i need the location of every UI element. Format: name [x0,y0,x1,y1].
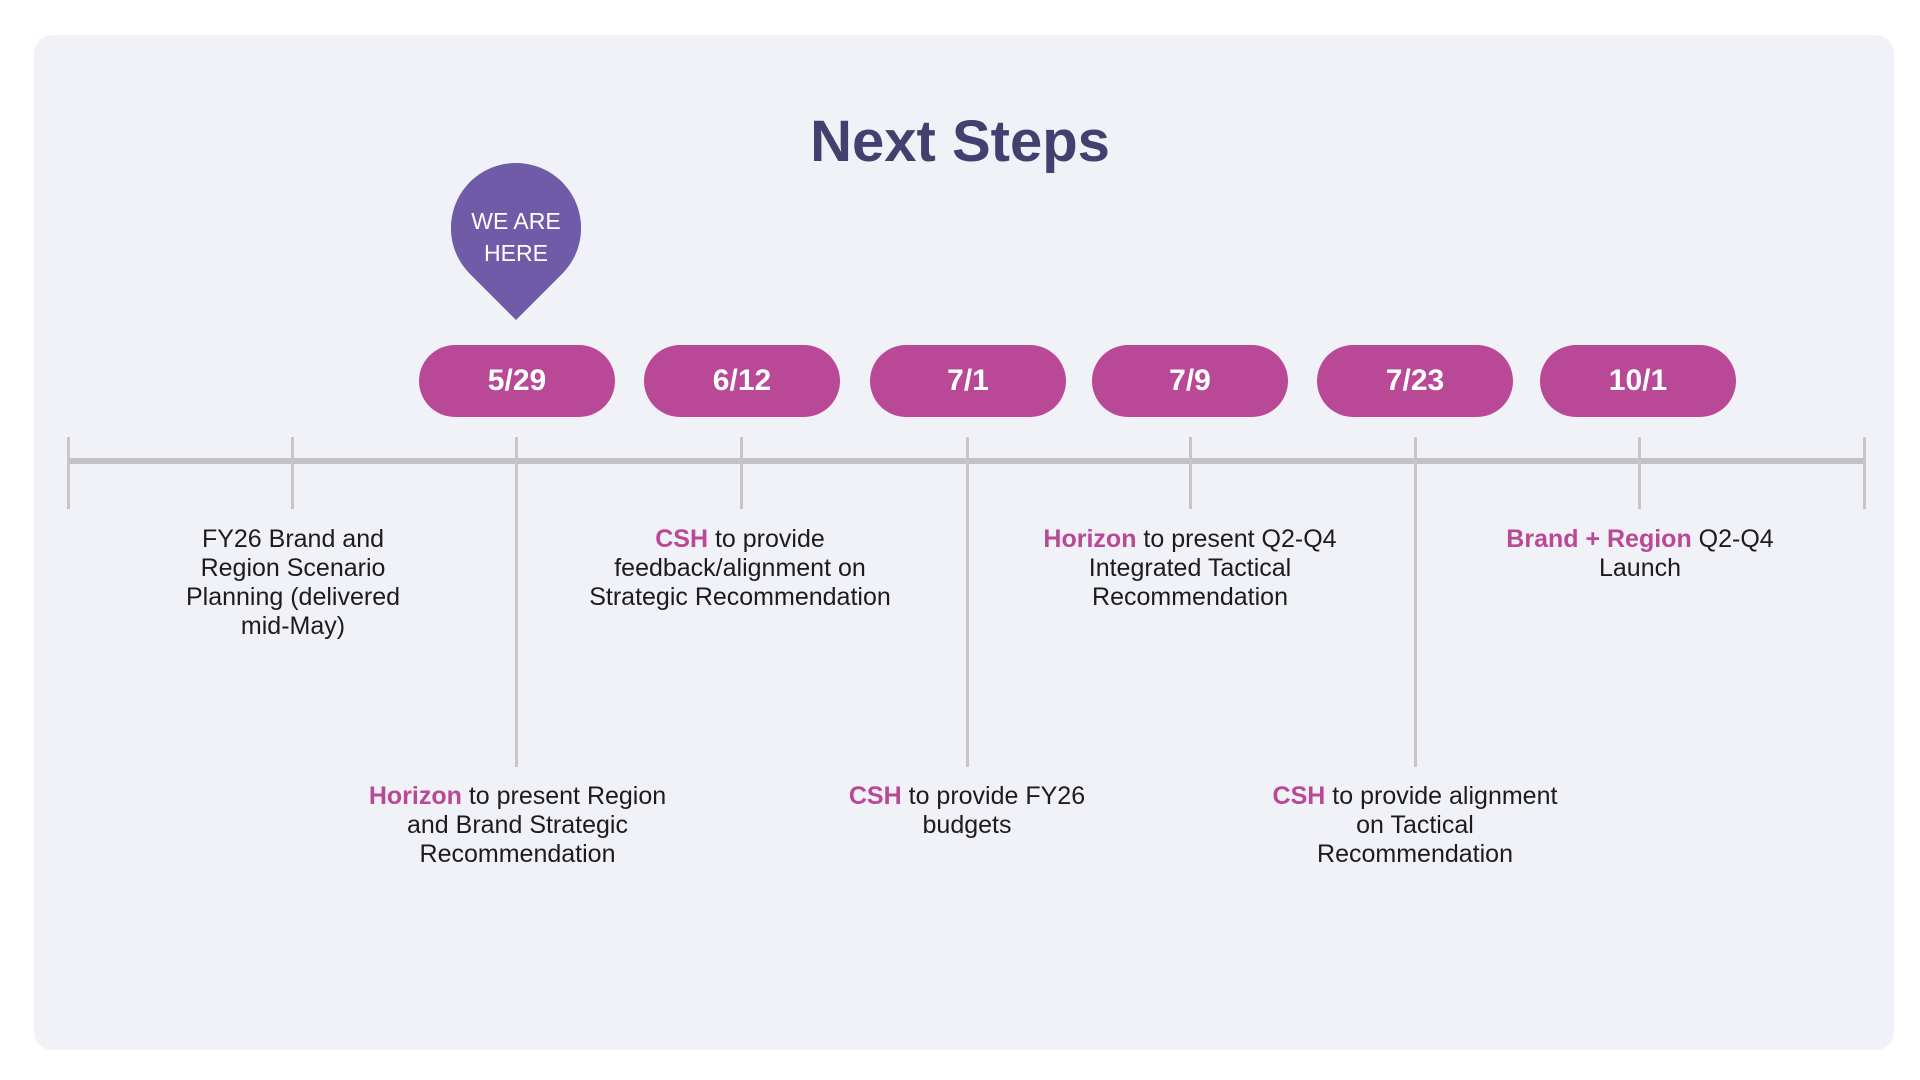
event-label-highlight: Brand + Region [1506,525,1692,553]
milestone-pill-2: 6/12 [644,345,840,417]
event-label-highlight: CSH [655,525,709,553]
milestone-pill-3: 7/1 [870,345,1066,417]
marker-label-line-1: WE ARE [471,208,561,234]
timeline-tick [291,437,294,509]
event-label-highlight: CSH [1272,782,1326,810]
milestone-pill-4: 7/9 [1092,345,1288,417]
event-label-5: Horizon to present Q2-Q4 Integrated Tact… [1040,525,1340,612]
timeline-connector [1414,437,1417,767]
marker-label: WE ARE HERE [451,205,581,269]
event-label-6: CSH to provide alignment on Tactical Rec… [1265,782,1565,869]
timeline-tick [1189,437,1192,509]
event-label-highlight: Horizon [1043,525,1137,553]
timeline-end-cap-left [67,437,70,509]
event-label-highlight: CSH [848,782,902,810]
map-pin-icon [451,163,581,320]
page-title: Next Steps [810,109,1110,174]
event-label-1: FY26 Brand and Region Scenario Planning … [163,525,423,641]
timeline-connector [515,437,518,767]
timeline-tick [740,437,743,509]
event-label-text: to present Q2-Q4 Integrated Tactical Rec… [1088,525,1337,611]
milestone-pill-1: 5/29 [419,345,615,417]
marker-label-line-2: HERE [484,240,548,266]
event-label-text: to provide feedback/alignment on Strateg… [589,525,891,611]
timeline-connector [966,437,969,767]
event-label-4: CSH to provide FY26 budgets [832,782,1102,840]
timeline-tick [1638,437,1641,509]
event-label-text: Q2-Q4 Launch [1598,525,1774,582]
milestone-pill-6: 10/1 [1540,345,1736,417]
event-label-2: Horizon to present Region and Brand Stra… [350,782,685,869]
event-label-text: to provide FY26 budgets [901,782,1086,839]
event-label-7: Brand + Region Q2-Q4 Launch [1485,525,1795,583]
milestone-pill-5: 7/23 [1317,345,1513,417]
event-label-highlight: Horizon [368,782,462,810]
slide-background [34,35,1894,1050]
event-label-3: CSH to provide feedback/alignment on Str… [565,525,915,612]
current-position-marker: WE ARE HERE [451,163,581,321]
event-label-text: FY26 Brand and Region Scenario Planning … [185,525,401,640]
event-label-text: to provide alignment on Tactical Recomme… [1317,782,1558,868]
event-label-text: to present Region and Brand Strategic Re… [407,782,667,868]
timeline-end-cap-right [1863,437,1866,509]
